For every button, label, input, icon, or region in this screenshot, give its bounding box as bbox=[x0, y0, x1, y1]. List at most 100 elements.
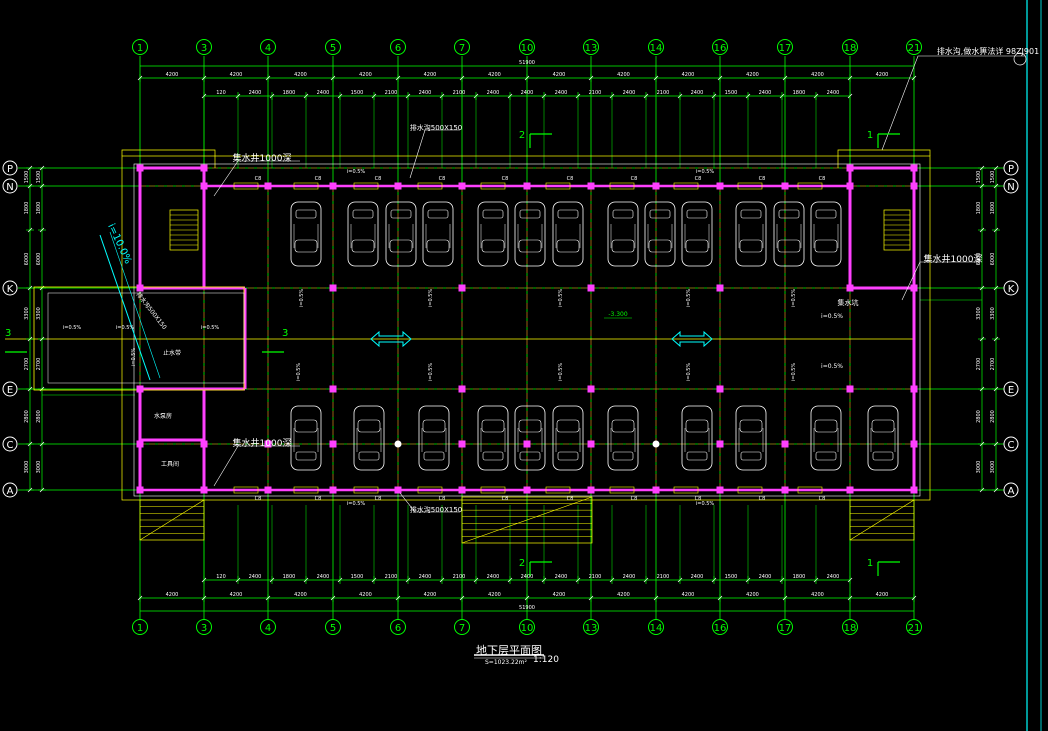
dim-label: 4200 bbox=[746, 592, 759, 598]
axis-bubble-16 bbox=[712, 39, 728, 55]
dim-label: 4200 bbox=[682, 592, 695, 598]
car bbox=[290, 201, 322, 267]
slope-label: i=0.5% bbox=[558, 289, 564, 308]
axis-bubble-3 bbox=[196, 619, 212, 635]
columns bbox=[136, 164, 918, 494]
dim-label: 1500 bbox=[36, 171, 42, 184]
axis-bubble-label: N bbox=[6, 182, 13, 193]
dim-label: 2100 bbox=[589, 90, 602, 96]
beam-segment bbox=[545, 486, 571, 494]
axis-bubble-14 bbox=[648, 619, 664, 635]
column bbox=[523, 486, 531, 494]
axis-bubble-label: 3 bbox=[201, 623, 207, 634]
beam-segment bbox=[233, 486, 259, 494]
axis-bubble-18 bbox=[842, 619, 858, 635]
dim-slash bbox=[201, 595, 207, 601]
axis-bubble-7 bbox=[454, 39, 470, 55]
slope-label: i=0.5% bbox=[296, 363, 302, 382]
car-body bbox=[477, 405, 509, 471]
column bbox=[652, 486, 660, 494]
axis-bubble-label: 1 bbox=[137, 623, 143, 634]
beam-label: C8 bbox=[819, 176, 826, 182]
dim-label: 2400 bbox=[759, 90, 772, 96]
stair-outline bbox=[461, 496, 593, 544]
slope-label: i=0.5% bbox=[347, 169, 366, 175]
beam-label: C8 bbox=[315, 496, 322, 502]
beam-segment bbox=[417, 486, 443, 494]
car-rear-window bbox=[295, 451, 317, 461]
column-round bbox=[652, 440, 660, 448]
axis-bubble-label: 7 bbox=[459, 623, 465, 634]
axis-bubble-1 bbox=[132, 619, 148, 635]
axis-bubble-17 bbox=[777, 39, 793, 55]
axis-bubble-label: 7 bbox=[459, 43, 465, 54]
car-body bbox=[681, 405, 713, 471]
axis-bubble-3 bbox=[196, 39, 212, 55]
dim-slash bbox=[717, 75, 723, 81]
dim-label: 2400 bbox=[521, 90, 534, 96]
dim-label: 2700 bbox=[36, 358, 42, 371]
dim-label: 2100 bbox=[453, 90, 466, 96]
leader-line bbox=[901, 261, 980, 301]
dim-label: 4200 bbox=[359, 592, 372, 598]
dim-label: 1800 bbox=[36, 202, 42, 215]
car-body bbox=[867, 405, 899, 471]
column bbox=[329, 440, 337, 448]
ramp-box-inner bbox=[47, 292, 245, 384]
car-windshield bbox=[556, 239, 580, 253]
car-rear-window bbox=[358, 451, 380, 461]
dim-slash bbox=[993, 227, 999, 233]
dim-label: 4200 bbox=[811, 592, 824, 598]
car-body bbox=[477, 201, 509, 267]
dim-label: 4200 bbox=[746, 72, 759, 78]
axis-bubble-label: 18 bbox=[844, 43, 857, 54]
dim-label: 3300 bbox=[990, 307, 996, 320]
car-rear-window bbox=[740, 209, 762, 219]
axis-bubble-N bbox=[2, 178, 18, 194]
column bbox=[458, 440, 466, 448]
car-windshield bbox=[518, 239, 542, 253]
axis-bubble-4 bbox=[260, 619, 276, 635]
slope-label: i=0.5% bbox=[116, 325, 135, 331]
dim-label: 2400 bbox=[419, 90, 432, 96]
dim-slash bbox=[459, 595, 465, 601]
axis-bubble-P bbox=[2, 160, 18, 176]
slope-label: i=0.5% bbox=[428, 289, 434, 308]
beam-label: C8 bbox=[759, 176, 766, 182]
dim-slash bbox=[201, 75, 207, 81]
axis-bubble-label: 5 bbox=[330, 43, 336, 54]
axis-bubble-label: 10 bbox=[521, 623, 534, 634]
dim-label: 1800 bbox=[976, 202, 982, 215]
car-windshield bbox=[685, 419, 709, 433]
dim-label: 6000 bbox=[990, 253, 996, 266]
dim-slash bbox=[782, 595, 788, 601]
axis-bubble-21 bbox=[906, 39, 922, 55]
column bbox=[136, 486, 144, 494]
car-windshield bbox=[739, 239, 763, 253]
column bbox=[716, 182, 724, 190]
car-windshield bbox=[648, 239, 672, 253]
sump-label-top: 集水井1000深 bbox=[233, 152, 292, 164]
dim-label: 4200 bbox=[682, 72, 695, 78]
car-body bbox=[385, 201, 417, 267]
axis-bubble-label: 13 bbox=[585, 43, 598, 54]
dim-slash bbox=[27, 285, 33, 291]
car-windshield bbox=[814, 239, 838, 253]
car-windshield bbox=[871, 419, 895, 433]
axis-bubble-E bbox=[1003, 381, 1019, 397]
axis-bubble-K bbox=[1003, 280, 1019, 296]
column bbox=[136, 440, 144, 448]
section-mark-label: 3 bbox=[282, 328, 288, 339]
dim-label: 2100 bbox=[453, 574, 466, 580]
dim-label: 3000 bbox=[976, 461, 982, 474]
gutter-label-bottom: 排水沟500X150 bbox=[410, 505, 463, 514]
car-body bbox=[644, 201, 676, 267]
axis-bubble-label: 1 bbox=[137, 43, 143, 54]
dim-label: 2400 bbox=[487, 574, 500, 580]
column bbox=[781, 486, 789, 494]
dim-label: 4200 bbox=[488, 592, 501, 598]
slope-label: i=0.5% bbox=[791, 289, 797, 308]
car-body bbox=[347, 201, 379, 267]
